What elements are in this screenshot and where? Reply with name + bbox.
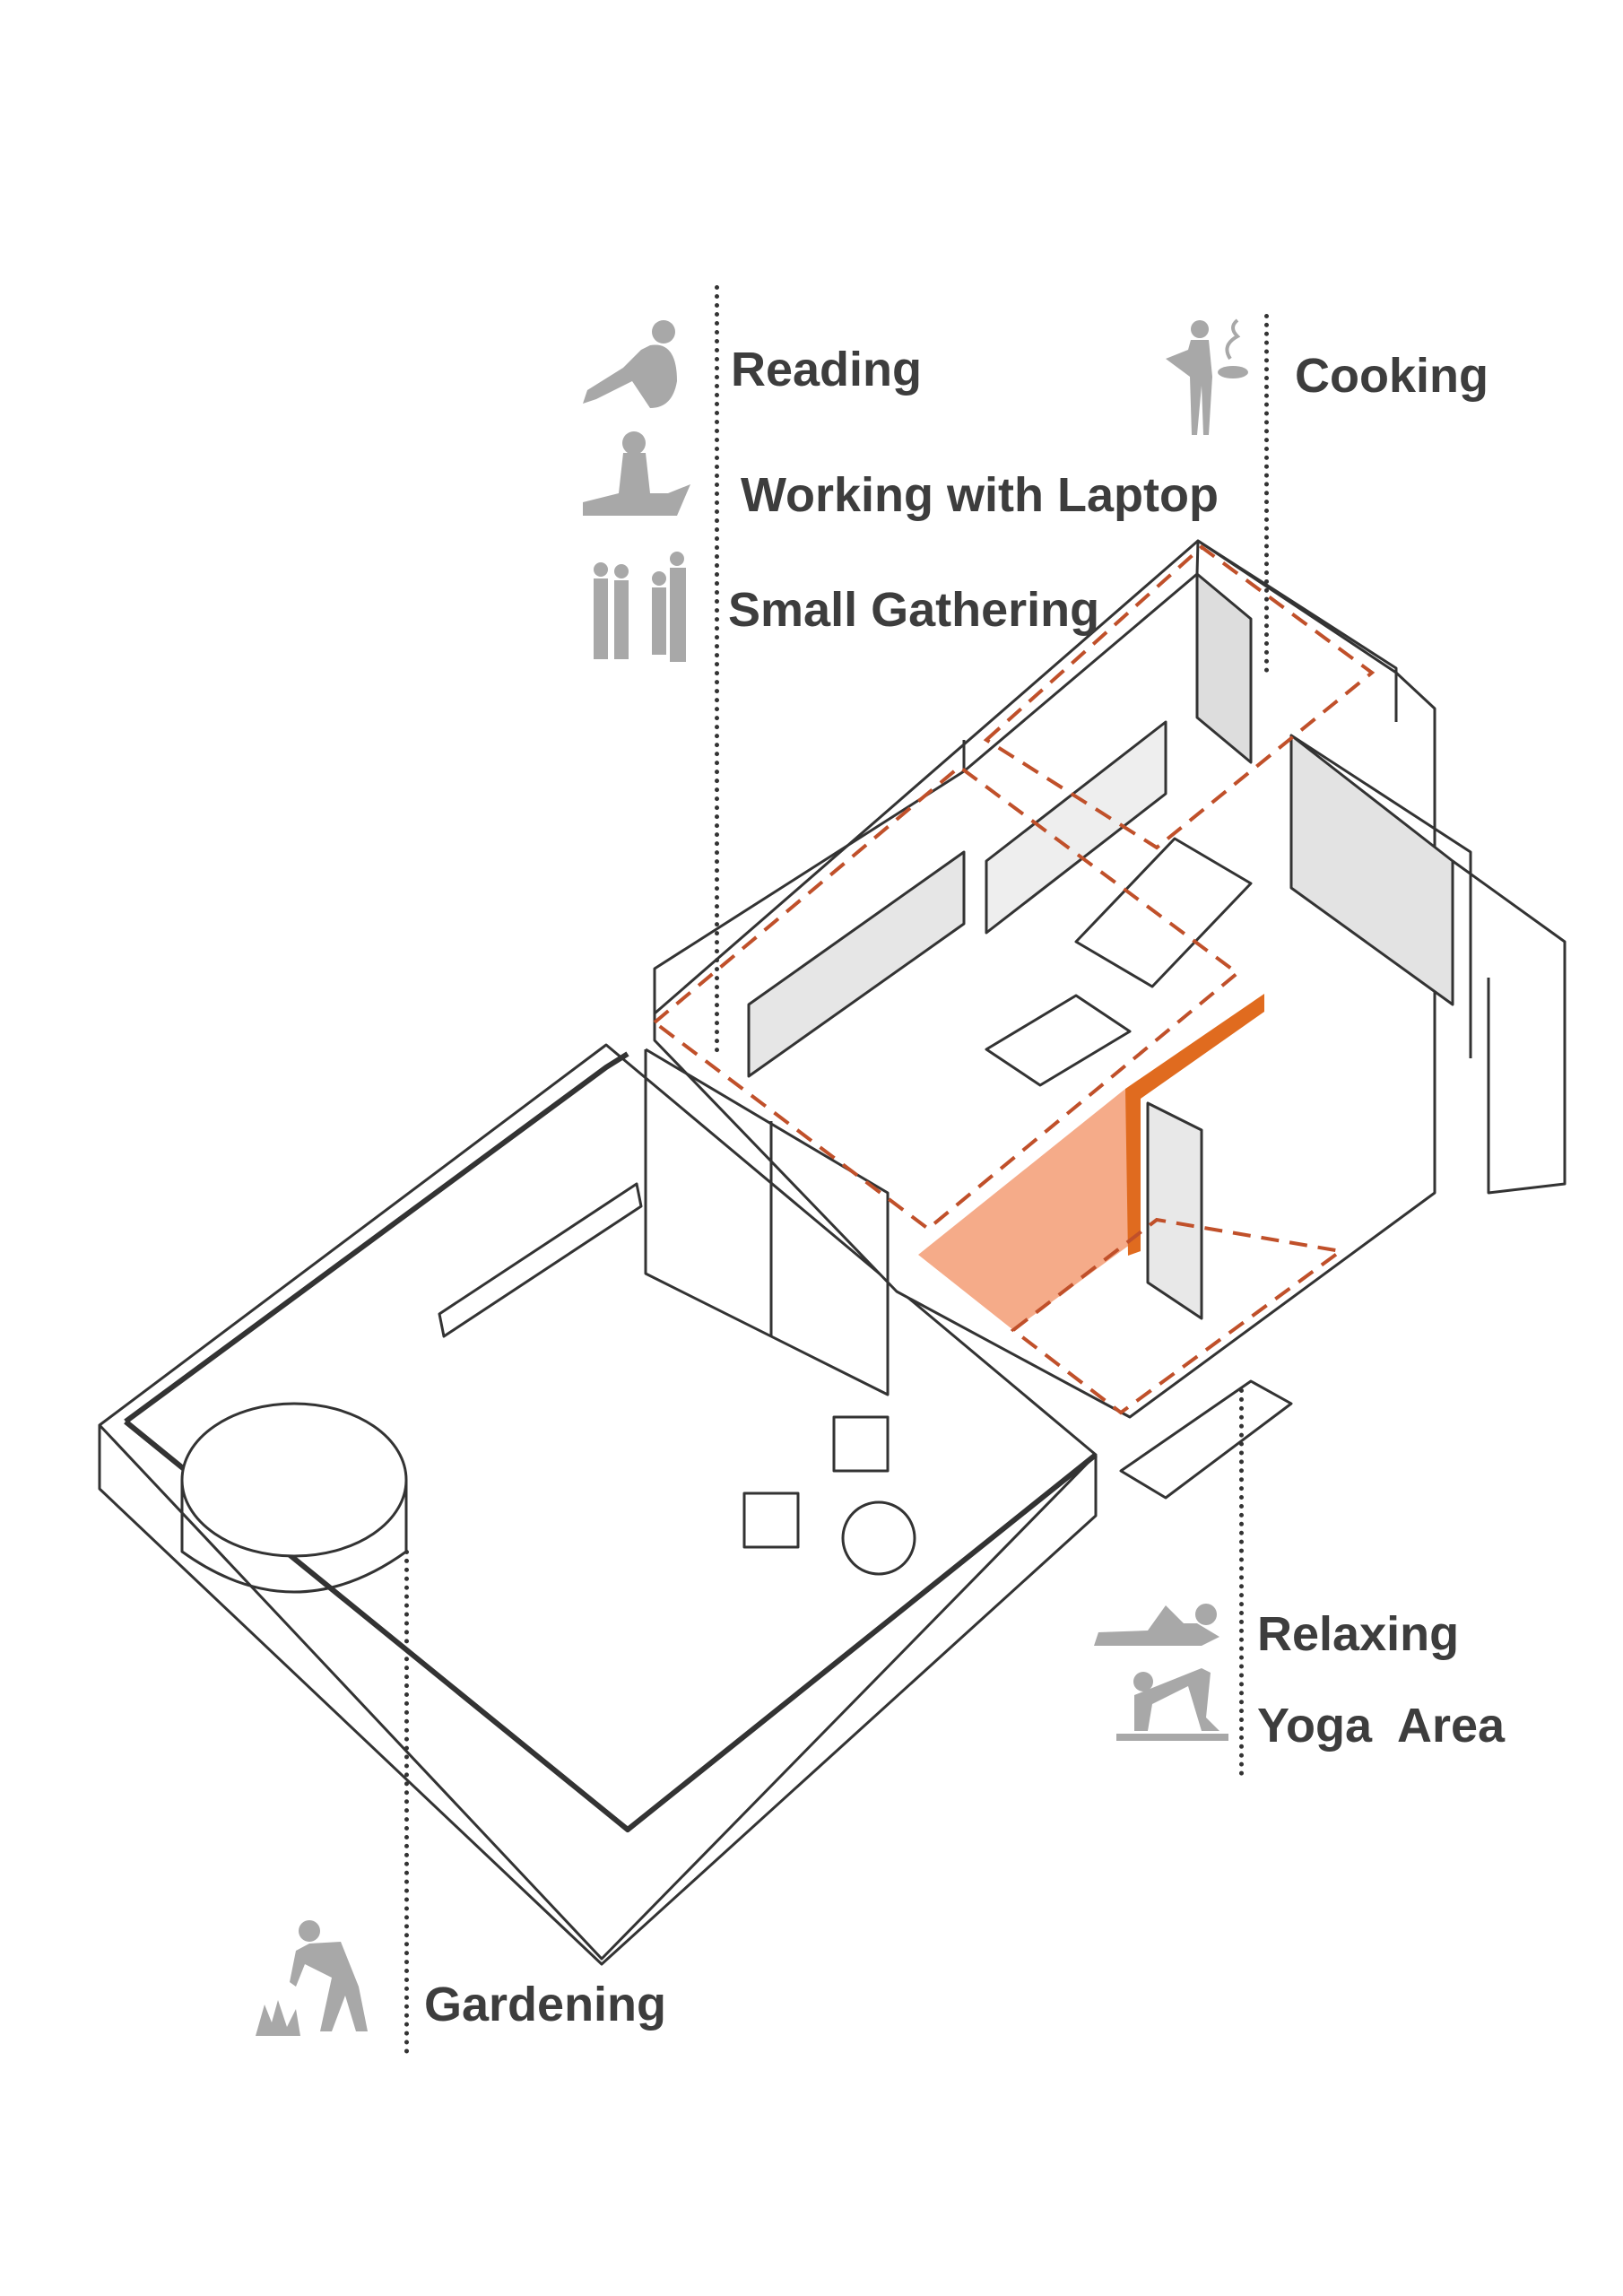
leader-line-reading <box>715 285 719 1053</box>
label-reading: Reading <box>731 343 923 396</box>
relaxing-person-icon <box>1094 1604 1219 1646</box>
leader-line-cooking <box>1264 314 1269 673</box>
round-table <box>841 1500 916 1576</box>
label-small-gathering: Small Gathering <box>728 583 1100 637</box>
orange-wall-accent <box>1125 994 1264 1256</box>
laptop-person-icon <box>583 431 690 516</box>
reading-person-icon <box>583 320 677 408</box>
label-gardening: Gardening <box>424 1978 667 2031</box>
zone-reading-area <box>651 764 1241 1231</box>
leader-line-gardening <box>404 1550 409 2054</box>
small-gathering-people-icon <box>594 552 686 662</box>
yoga-person-icon <box>1116 1668 1228 1741</box>
leader-line-relaxing <box>1239 1388 1244 1776</box>
label-working-with-laptop: Working with Laptop <box>741 468 1219 522</box>
zone-relaxing-area <box>1010 1217 1345 1415</box>
label-relaxing: Relaxing <box>1257 1607 1460 1661</box>
cooking-person-icon <box>1166 318 1248 435</box>
label-yoga-area: Yoga Area <box>1257 1699 1506 1752</box>
zone-cooking-area <box>983 544 1376 850</box>
gardening-person-icon <box>256 1920 368 2036</box>
highlighted-transition-zone <box>918 1089 1137 1330</box>
round-planter <box>180 1402 408 1558</box>
label-cooking: Cooking <box>1295 349 1488 403</box>
